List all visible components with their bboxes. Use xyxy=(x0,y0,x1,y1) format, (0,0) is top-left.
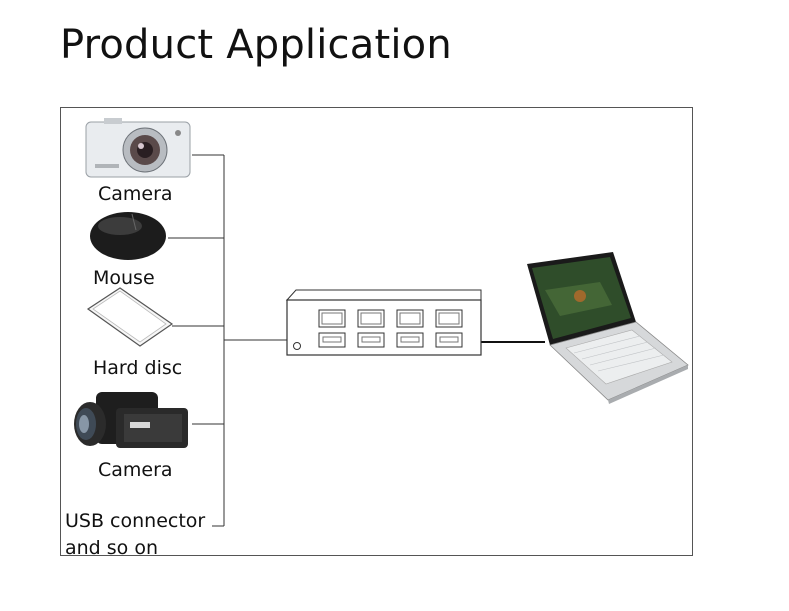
connection-lines xyxy=(168,154,287,527)
usb-hub-icon xyxy=(285,289,482,356)
hard-disc-icon xyxy=(86,287,174,347)
camcorder-icon xyxy=(74,392,188,448)
page-title: Product Application xyxy=(60,22,452,68)
camera-icon xyxy=(85,118,191,178)
diagram-frame xyxy=(60,107,693,556)
mouse-icon xyxy=(90,212,166,260)
device-label-camcorder: Camera xyxy=(98,459,173,481)
laptop-icon xyxy=(527,252,689,404)
footer-line-2: and so on xyxy=(65,537,159,559)
device-label-hard-disc: Hard disc xyxy=(93,357,183,379)
device-label-camera: Camera xyxy=(98,183,173,205)
device-label-mouse: Mouse xyxy=(93,267,155,289)
footer-line-1: USB connector xyxy=(65,510,206,532)
